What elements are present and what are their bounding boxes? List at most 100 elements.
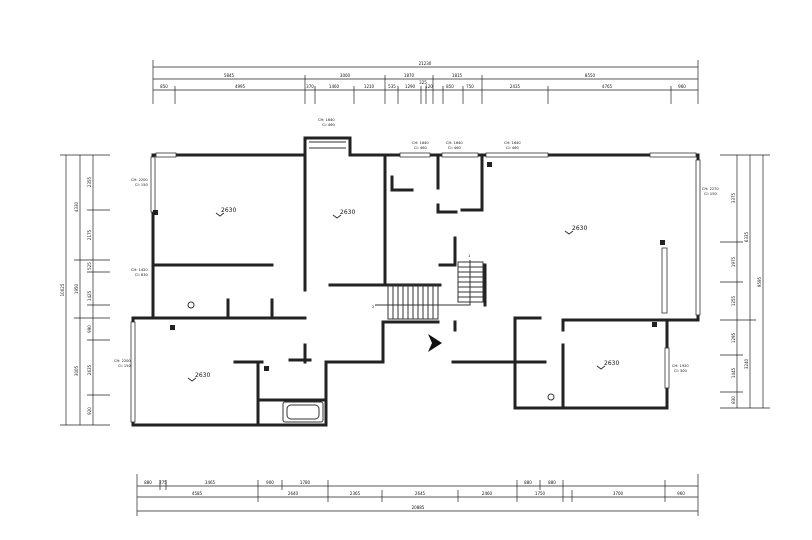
ceiling-level-2: 2630: [340, 209, 355, 216]
left-dim-1: 4330: [74, 201, 79, 212]
window-note-5-a: CH: 2200: [131, 178, 148, 182]
right-sub-dim-6: 830: [731, 396, 736, 404]
right-sub-dim-4: 1295: [731, 332, 736, 343]
stair-mark-2: 2: [372, 305, 374, 309]
right-dimension-lines: [720, 154, 770, 409]
window-notes: CH: 1640 CI: 460 CH: 1640 CI: 460 CH: 16…: [114, 118, 719, 373]
bottom-sub-dim-4: 2645: [415, 491, 426, 496]
top-sub-dim-7: 1290: [405, 84, 416, 89]
top-total-dim: 21230: [419, 61, 432, 66]
window-note-8-b: CI: 150: [704, 192, 717, 196]
left-sub-dim-4: 1425: [87, 290, 92, 301]
window-top-4: [485, 152, 549, 158]
staircase: 2 1: [372, 254, 484, 320]
left-dimension-lines: [60, 154, 110, 426]
top-sub-dim-9: 120: [425, 84, 433, 89]
bottom-dim-2: 275: [159, 480, 167, 485]
ceiling-level-5: 2630: [604, 360, 619, 367]
left-sub-dim-6: 2635: [87, 364, 92, 375]
window-note-6-b: CI: 830: [135, 273, 148, 277]
entrance-arrow-icon: [428, 334, 442, 352]
stair-mark-1: 1: [468, 254, 470, 258]
ceiling-level-3: 2630: [572, 225, 587, 232]
bottom-dim-1: 880: [144, 480, 152, 485]
top-sub-dim-2: 4995: [235, 84, 246, 89]
top-dimension-labels: 21230 5845 3000 1870 1815 8550 850 4995 …: [160, 61, 686, 89]
bottom-sub-dim-7: 3700: [613, 491, 624, 496]
right-sub-dim-5: 1445: [731, 367, 736, 378]
window-top-5: [649, 152, 697, 158]
window-note-1-a: CH: 1640: [318, 118, 335, 122]
top-sub-dim-3: 370: [306, 84, 314, 89]
windows: [130, 152, 701, 423]
window-note-9-b: CI: 300: [674, 369, 687, 373]
top-dim-5: 8550: [585, 73, 596, 78]
window-bay: [661, 247, 668, 314]
window-top-1: [155, 152, 177, 158]
bottom-sub-dim-6: 1750: [535, 491, 546, 496]
top-dimension-lines: [152, 60, 699, 104]
top-sub-dim-14: 960: [678, 84, 686, 89]
left-sub-dim-2: 2175: [87, 229, 92, 240]
right-total-dim: 9595: [757, 276, 762, 287]
left-total-dim: 10025: [60, 283, 65, 296]
window-note-3-b: CI: 460: [448, 146, 461, 150]
right-sub-dim-2: 1975: [731, 256, 736, 267]
window-note-7-b: CI: 150: [118, 364, 131, 368]
window-note-7-a: CH: 2200: [114, 359, 131, 363]
bottom-sub-dim-8: 960: [677, 491, 685, 496]
bottom-dim-5: 1780: [300, 480, 311, 485]
right-dim-2: 3240: [744, 358, 749, 369]
top-sub-dim-6: 535: [388, 84, 396, 89]
bathtub: [282, 401, 324, 423]
window-right-upper: [695, 159, 701, 316]
ceiling-levels: 2630 2630 2630 2630 2630: [187, 207, 619, 382]
interior-walls: [151, 153, 700, 427]
window-top-2: [399, 152, 431, 158]
left-dim-2: 1950: [74, 283, 79, 294]
bottom-sub-dim-5: 2460: [482, 491, 493, 496]
ceiling-level-4: 2630: [195, 372, 210, 379]
left-dimension-labels: 10025 4330 1950 3005 2355 2175 525 1425 …: [60, 176, 92, 414]
window-left-lower: [130, 321, 136, 423]
window-note-6-a: CH: 1420: [131, 268, 148, 272]
window-right-lower: [664, 347, 670, 389]
window-top-3: [441, 152, 479, 158]
right-dim-1: 6335: [744, 231, 749, 242]
bottom-dim-4: 900: [266, 480, 274, 485]
bottom-dimension-lines: [136, 474, 699, 516]
right-sub-dim-1: 3375: [731, 192, 736, 203]
top-sub-dim-11: 750: [466, 84, 474, 89]
top-sub-dim-10: 850: [446, 84, 454, 89]
exterior-walls: [131, 136, 700, 427]
toilet-1: [187, 301, 195, 309]
bottom-sub-dim-1: 4585: [192, 491, 203, 496]
left-dim-3: 3005: [74, 365, 79, 376]
bottom-sub-dim-2: 2640: [288, 491, 299, 496]
bottom-dimension-labels: 880 275 3465 900 1780 880 880 4585 2640 …: [144, 480, 685, 510]
top-dim-2: 3000: [340, 73, 351, 78]
top-sub-dim-8: 325: [419, 80, 427, 85]
top-sub-dim-12: 2435: [510, 84, 521, 89]
window-note-1-b: CI: 460: [322, 123, 335, 127]
top-dim-1: 5845: [224, 73, 235, 78]
top-sub-dim-4: 1460: [329, 84, 340, 89]
bottom-dim-6: 880: [524, 480, 532, 485]
bottom-dim-3: 3465: [205, 480, 216, 485]
top-sub-dim-5: 1210: [364, 84, 375, 89]
window-note-2-b: CI: 460: [414, 146, 427, 150]
ceiling-level-1: 2630: [221, 207, 236, 214]
top-dim-3: 1870: [404, 73, 415, 78]
fixtures: [153, 162, 665, 423]
left-sub-dim-5: 990: [87, 325, 92, 333]
left-sub-dim-3: 525: [87, 262, 92, 270]
window-note-3-a: CH: 1640: [446, 141, 463, 145]
window-note-5-b: CI: 150: [135, 183, 148, 187]
top-dim-4: 1815: [452, 73, 463, 78]
window-note-4-b: CI: 460: [506, 146, 519, 150]
right-dimension-labels: 9595 6335 3240 3375 1975 1255 1295 1445 …: [731, 192, 762, 403]
window-note-8-a: CH: 2270: [702, 187, 719, 191]
window-note-9-a: CH: 1920: [672, 364, 689, 368]
bottom-total-dim: 20885: [412, 505, 425, 510]
